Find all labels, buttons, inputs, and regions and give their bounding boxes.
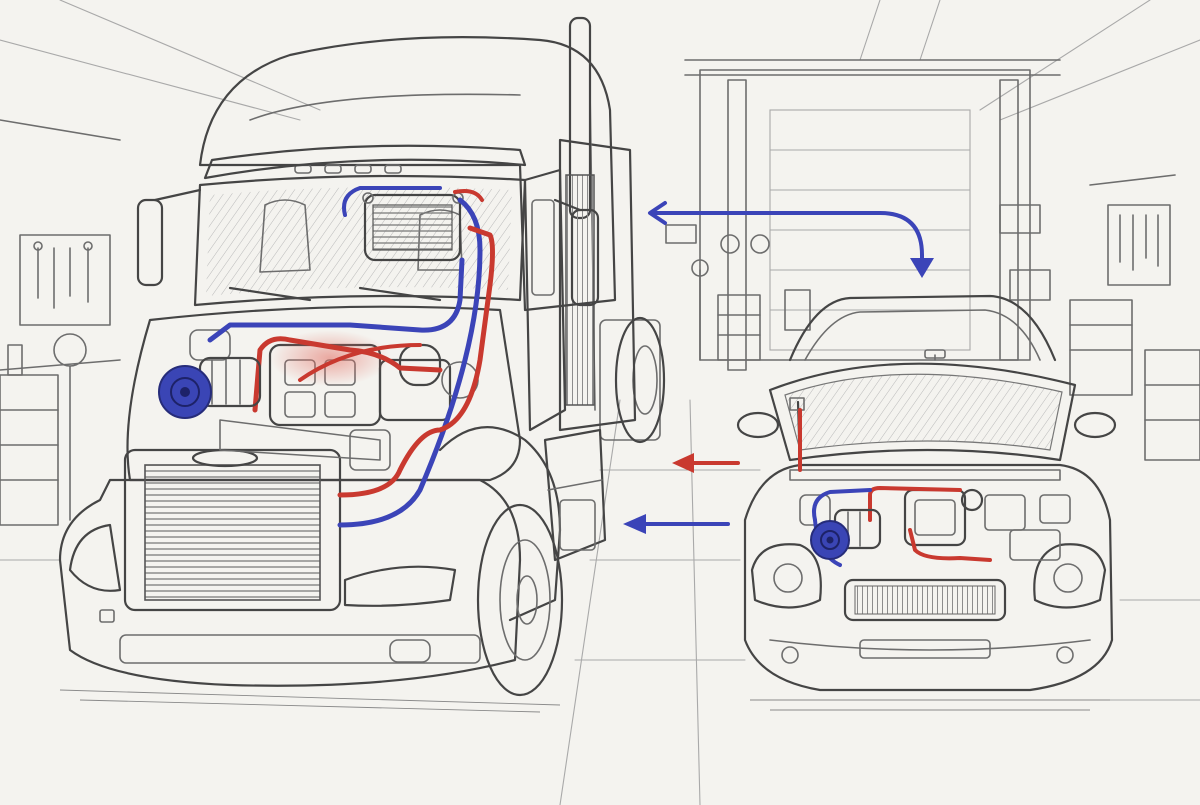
truck-ac-lines — [207, 186, 495, 528]
arrow-left-curved-down-icon — [648, 201, 934, 278]
truck-ac-compressor — [158, 356, 262, 419]
car-ac-compressor — [810, 508, 882, 560]
truck-engine-bay — [189, 192, 479, 471]
arrow-left-red-icon — [672, 453, 740, 473]
evaporator-fins — [372, 204, 453, 251]
arrow-left-blue-icon — [623, 514, 730, 534]
truck-radiator-grille — [144, 464, 321, 601]
hood-underside — [784, 373, 1063, 451]
sedan-car — [736, 294, 1117, 711]
stack-heat-shield — [565, 174, 595, 406]
car-radiator-grille — [854, 585, 996, 615]
